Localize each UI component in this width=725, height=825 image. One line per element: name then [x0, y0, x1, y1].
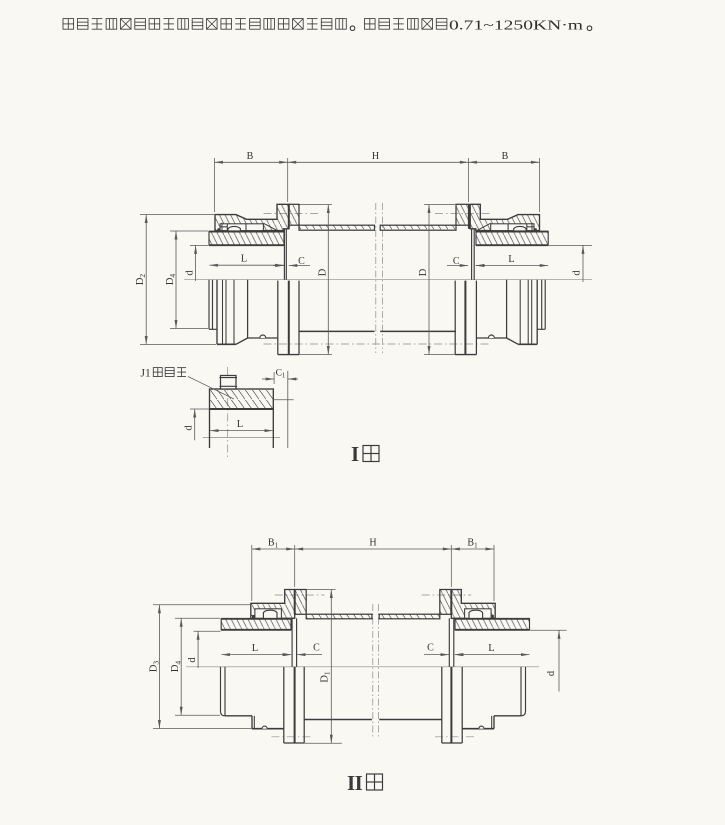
- svg-text:C: C: [298, 256, 305, 267]
- svg-text:d: d: [185, 270, 196, 276]
- svg-text:L: L: [241, 254, 247, 265]
- svg-text:D4: D4: [165, 274, 177, 286]
- svg-text:II: II: [347, 771, 363, 795]
- svg-text:H: H: [369, 538, 376, 549]
- svg-text:d: d: [546, 670, 557, 676]
- svg-text:C1: C1: [276, 369, 286, 380]
- svg-text:C: C: [453, 256, 460, 267]
- svg-text:C: C: [427, 643, 434, 654]
- svg-text:B: B: [247, 151, 254, 162]
- svg-text:J1: J1: [141, 367, 151, 379]
- svg-text:I: I: [351, 442, 359, 466]
- svg-text:D3: D3: [148, 661, 160, 673]
- svg-text:L: L: [508, 254, 514, 265]
- svg-text:D: D: [317, 268, 328, 276]
- svg-text:0.71~1250KN·m: 0.71~1250KN·m: [449, 19, 583, 34]
- svg-text:d: d: [572, 270, 583, 276]
- svg-text:L: L: [252, 643, 258, 654]
- svg-text:L: L: [237, 419, 243, 430]
- svg-text:D: D: [418, 268, 429, 276]
- svg-text:D4: D4: [170, 661, 182, 673]
- svg-text:H: H: [372, 151, 379, 162]
- svg-text:B1: B1: [268, 538, 279, 550]
- svg-text:D2: D2: [135, 274, 147, 286]
- svg-text:C: C: [313, 643, 320, 654]
- svg-text:d: d: [187, 657, 198, 663]
- svg-text:B: B: [502, 151, 509, 162]
- svg-text:d: d: [184, 425, 195, 431]
- svg-text:B1: B1: [467, 538, 478, 550]
- svg-text:D1: D1: [319, 671, 331, 683]
- svg-text:L: L: [488, 643, 494, 654]
